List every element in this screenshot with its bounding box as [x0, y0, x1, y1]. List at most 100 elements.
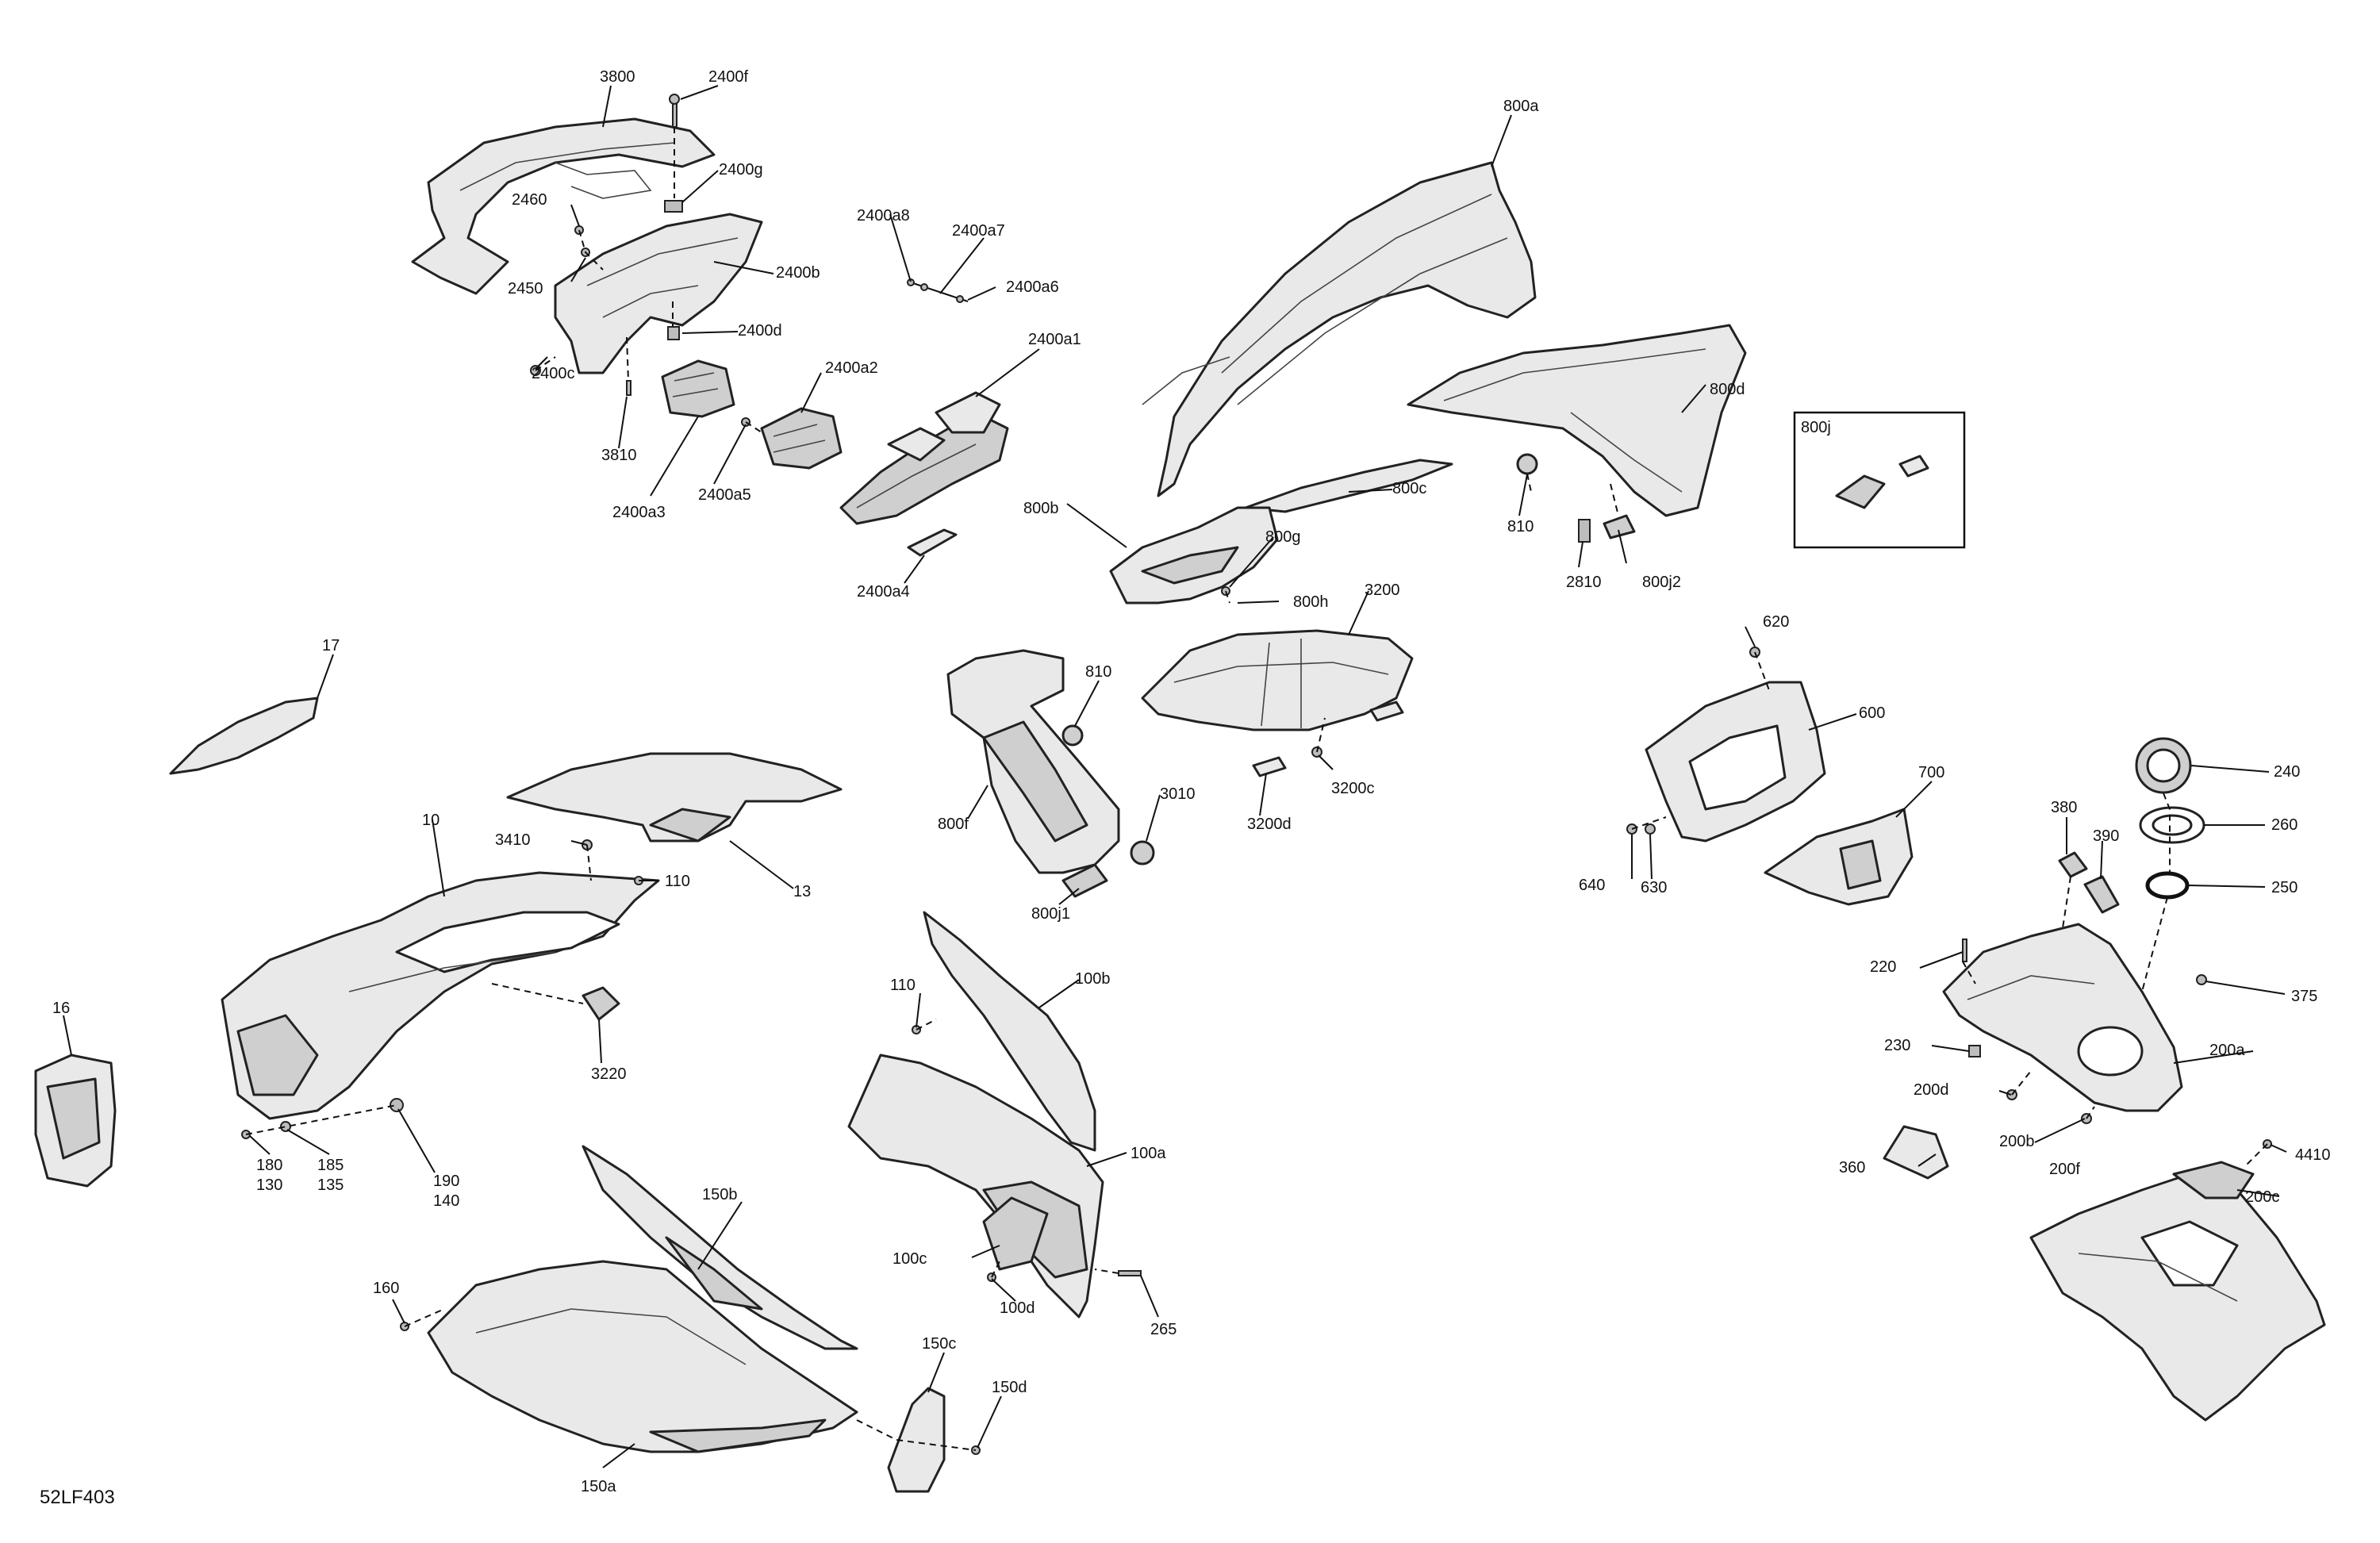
callout-200d: 200d	[1914, 1081, 1949, 1099]
part-800j1-clip[interactable]	[1061, 863, 1108, 898]
part-10-front-nose[interactable]	[221, 871, 660, 1120]
part-800f-inner-panel[interactable]	[946, 649, 1120, 874]
callout-16: 16	[52, 1000, 70, 1017]
part-2400a4-light-strip[interactable]	[907, 528, 958, 557]
callout-3800: 3800	[600, 68, 635, 86]
part-3200-hood-lid[interactable]	[1141, 629, 1414, 731]
part-2810-spring[interactable]	[1578, 519, 1591, 543]
screw-3810[interactable]	[626, 380, 631, 396]
part-100b-side-panel-upper[interactable]	[923, 911, 1096, 1152]
part-200c-console-lower[interactable]	[2029, 1161, 2326, 1422]
callout-800j: 800j	[1801, 419, 1831, 436]
callout-3810: 3810	[601, 447, 637, 464]
callout-375: 375	[2291, 988, 2317, 1005]
callout-2400d: 2400d	[738, 322, 782, 340]
screw-230[interactable]	[1968, 1045, 1981, 1057]
callout-2400f: 2400f	[708, 68, 748, 86]
callout-200a: 200a	[2209, 1042, 2245, 1059]
callout-2400a1: 2400a1	[1028, 331, 1081, 348]
callout-260: 260	[2271, 816, 2297, 834]
part-3200-pad-right[interactable]	[1369, 700, 1404, 722]
callout-800d: 800d	[1710, 381, 1745, 398]
part-3800-front-fascia[interactable]	[411, 117, 716, 295]
callout-3200: 3200	[1365, 582, 1400, 599]
screw-2400f[interactable]	[669, 94, 680, 128]
callout-800f: 800f	[938, 816, 969, 833]
screw-220[interactable]	[1962, 938, 1967, 962]
part-810-grommet-b[interactable]	[1061, 724, 1084, 747]
callout-800j1: 800j1	[1031, 905, 1070, 923]
part-2400a6-wire-harness[interactable]	[907, 278, 969, 303]
callout-150c: 150c	[922, 1335, 956, 1353]
part-150b-upper-panel[interactable]	[582, 1145, 858, 1350]
part-810-grommet-a[interactable]	[1516, 453, 1538, 475]
part-150a-lower-panel[interactable]	[427, 1260, 858, 1453]
part-260-gasket[interactable]	[2139, 806, 2205, 844]
callout-140: 140	[433, 1192, 459, 1210]
callout-labels: 3800 2400f 2400g 2460 2450 2400b 2400d 2…	[52, 68, 2331, 1495]
part-600-dash-panel[interactable]	[1645, 681, 1826, 843]
callout-230: 230	[1884, 1037, 1910, 1054]
part-150c-mirror-bracket[interactable]	[887, 1387, 946, 1493]
part-380-switch[interactable]	[2058, 851, 2088, 878]
callout-2450: 2450	[508, 280, 543, 297]
part-2400a1-headlight-housing[interactable]	[839, 391, 1009, 525]
callout-800c: 800c	[1392, 480, 1426, 497]
callout-250: 250	[2271, 879, 2297, 896]
callout-3200c: 3200c	[1331, 780, 1375, 797]
part-240-fuel-ring[interactable]	[2135, 737, 2192, 794]
screw-265[interactable]	[1118, 1270, 1142, 1276]
callout-800j2: 800j2	[1642, 574, 1681, 591]
callout-800h: 800h	[1293, 593, 1329, 611]
callout-185: 185	[317, 1157, 344, 1174]
part-17-small-panel[interactable]	[169, 697, 319, 775]
part-3010-grommet[interactable]	[1130, 840, 1155, 866]
callout-2400a8: 2400a8	[857, 207, 910, 225]
callout-100b: 100b	[1075, 970, 1111, 988]
part-3200d-pad[interactable]	[1252, 756, 1287, 777]
callout-2400a4: 2400a4	[857, 583, 910, 601]
screw-2400d[interactable]	[667, 326, 680, 340]
callout-200c: 200c	[2245, 1188, 2279, 1206]
washer-630[interactable]	[1645, 823, 1656, 835]
part-800c-trim[interactable]	[1244, 459, 1453, 513]
callout-800g: 800g	[1265, 528, 1301, 546]
part-2400a3-headlight-left[interactable]	[661, 359, 735, 418]
part-13-upper-cover[interactable]	[506, 752, 843, 843]
dashed-assembly-lines	[245, 127, 2268, 1451]
nut-190[interactable]	[390, 1098, 404, 1112]
callout-130: 130	[256, 1176, 282, 1194]
part-2400b-headlight-bracket[interactable]	[554, 213, 763, 374]
leader-lines	[63, 85, 2287, 1468]
part-100c-inner-bracket[interactable]	[982, 1196, 1049, 1271]
part-360-bracket[interactable]	[1883, 1125, 1949, 1180]
callout-390: 390	[2093, 827, 2119, 845]
callout-150b: 150b	[702, 1186, 738, 1203]
clip-2400g[interactable]	[664, 200, 683, 213]
callout-2400a3: 2400a3	[612, 504, 666, 521]
callout-4410: 4410	[2295, 1146, 2331, 1164]
part-2400a2-headlight-center[interactable]	[760, 407, 843, 470]
callout-3200d: 3200d	[1247, 816, 1292, 833]
part-800d-side-panel[interactable]	[1407, 324, 1747, 517]
callout-240: 240	[2274, 763, 2300, 781]
part-700-trim-panel[interactable]	[1764, 808, 1914, 906]
part-200a-console-upper[interactable]	[1942, 923, 2183, 1112]
callout-640: 640	[1579, 877, 1605, 894]
part-800j2-clip[interactable]	[1603, 514, 1636, 539]
callout-600: 600	[1859, 704, 1885, 722]
part-250-o-ring[interactable]	[2145, 871, 2190, 900]
part-800b-front-panel[interactable]	[1109, 506, 1279, 605]
part-3220-bracket[interactable]	[582, 986, 620, 1021]
callout-800a: 800a	[1503, 98, 1539, 115]
part-800a-windshield-cowl[interactable]	[1142, 161, 1537, 497]
callout-700: 700	[1918, 764, 1944, 781]
callout-620: 620	[1763, 613, 1789, 631]
part-16-side-reflector[interactable]	[34, 1054, 117, 1188]
callout-265: 265	[1150, 1321, 1177, 1338]
part-390-switch[interactable]	[2083, 875, 2120, 914]
screw-375[interactable]	[2196, 974, 2207, 985]
callout-2400b: 2400b	[776, 264, 820, 282]
callout-135: 135	[317, 1176, 344, 1194]
callout-200f: 200f	[2049, 1161, 2080, 1178]
